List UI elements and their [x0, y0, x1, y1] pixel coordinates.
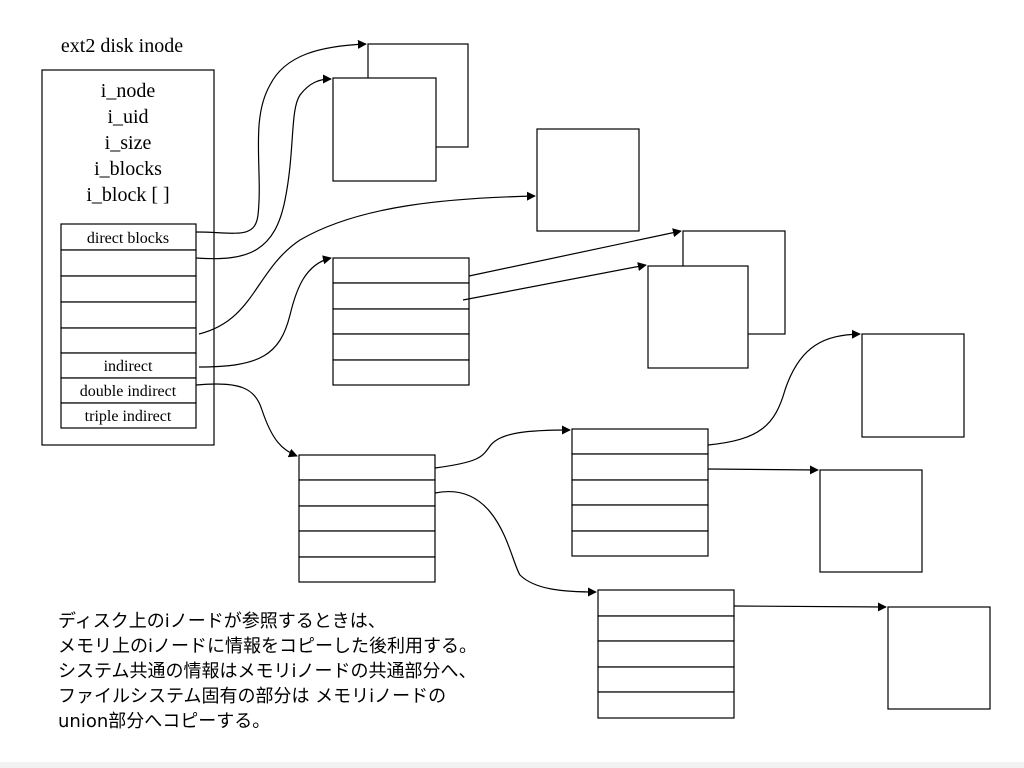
row-label-double-indirect: double indirect	[80, 383, 177, 400]
double-indirect-block-row	[298, 505, 436, 532]
double-indirect-block-row	[298, 479, 436, 507]
pointer-arrow	[707, 465, 819, 475]
pointer-arrow	[198, 191, 536, 335]
note-line: メモリ上のiノードに情報をコピーした後利用する。	[58, 636, 477, 657]
pointer-arrow	[733, 602, 887, 612]
note-line: ファイルシステム固有の部分は メモリiノードの	[58, 686, 447, 707]
double-indirect-block-row	[298, 556, 436, 583]
pointer-arrow	[195, 74, 332, 260]
i-block-row	[60, 275, 197, 303]
second-level-indirect-block	[597, 589, 735, 719]
pointer-arrow	[468, 228, 682, 277]
inode-title: ext2 disk inode	[61, 35, 183, 57]
indirect-block-row	[332, 282, 470, 310]
i-block-table: direct blocks indirect double indirect t…	[60, 223, 197, 429]
inode-field-i-node: i_node	[101, 80, 156, 102]
pointer-arrow	[434, 490, 597, 597]
data-block	[861, 333, 965, 438]
pointer-arrow	[195, 39, 367, 234]
indirect-block-row	[332, 308, 470, 335]
i-block-row	[60, 223, 197, 251]
note-line: union部分へコピーする。	[58, 711, 271, 732]
indirect-block-row	[597, 589, 735, 617]
double-indirect-block-row	[298, 530, 436, 558]
indirect-block-row	[597, 666, 735, 693]
inode-field-i-uid: i_uid	[107, 106, 148, 128]
indirect-block-row	[571, 453, 709, 481]
data-block	[819, 469, 923, 573]
indirect-block-row	[597, 640, 735, 668]
i-block-row	[60, 249, 197, 277]
data-block	[332, 77, 437, 182]
note-line: ディスク上のiノードが参照するときは、	[58, 611, 386, 632]
inode-field-i-block: i_block [ ]	[86, 184, 169, 206]
explanation-note: ディスク上のiノードが参照するときは、 メモリ上のiノードに情報をコピーした後利…	[58, 609, 477, 734]
pointer-arrows	[195, 39, 887, 612]
inode-field-i-blocks: i_blocks	[94, 158, 162, 180]
indirect-block-row	[332, 359, 470, 386]
inode-field-list: i_node i_uid i_size i_blocks i_block [ ]	[86, 80, 169, 206]
row-label-triple-indirect: triple indirect	[85, 408, 172, 425]
indirect-block	[332, 257, 470, 386]
pointer-arrow	[462, 262, 647, 301]
indirect-block-row	[332, 333, 470, 361]
i-block-row	[60, 402, 197, 429]
indirect-block-row	[597, 691, 735, 719]
indirect-block-row	[597, 615, 735, 642]
pointer-arrow	[434, 425, 571, 469]
data-block	[647, 265, 749, 369]
bottom-strip	[0, 762, 1024, 768]
data-block	[536, 128, 640, 232]
indirect-block-row	[571, 530, 709, 557]
indirect-block-row	[571, 479, 709, 506]
inode-field-i-size: i_size	[105, 132, 152, 154]
i-block-row	[60, 327, 197, 354]
note-line: システム共通の情報はメモリiノードの共通部分へ、	[58, 661, 477, 682]
i-block-row	[60, 352, 197, 379]
double-indirect-block	[298, 454, 436, 583]
pointer-arrow	[198, 255, 332, 368]
row-label-indirect: indirect	[104, 358, 153, 375]
indirect-block-row	[571, 504, 709, 532]
indirect-block-row	[571, 428, 709, 455]
pointer-arrow	[195, 383, 298, 458]
second-level-indirect-block	[571, 428, 709, 557]
data-block	[887, 606, 991, 710]
i-block-row	[60, 301, 197, 329]
pointer-arrow	[707, 329, 861, 446]
double-indirect-block-row	[298, 454, 436, 481]
indirect-block-row	[332, 257, 470, 284]
row-label-direct-blocks: direct blocks	[87, 230, 169, 247]
